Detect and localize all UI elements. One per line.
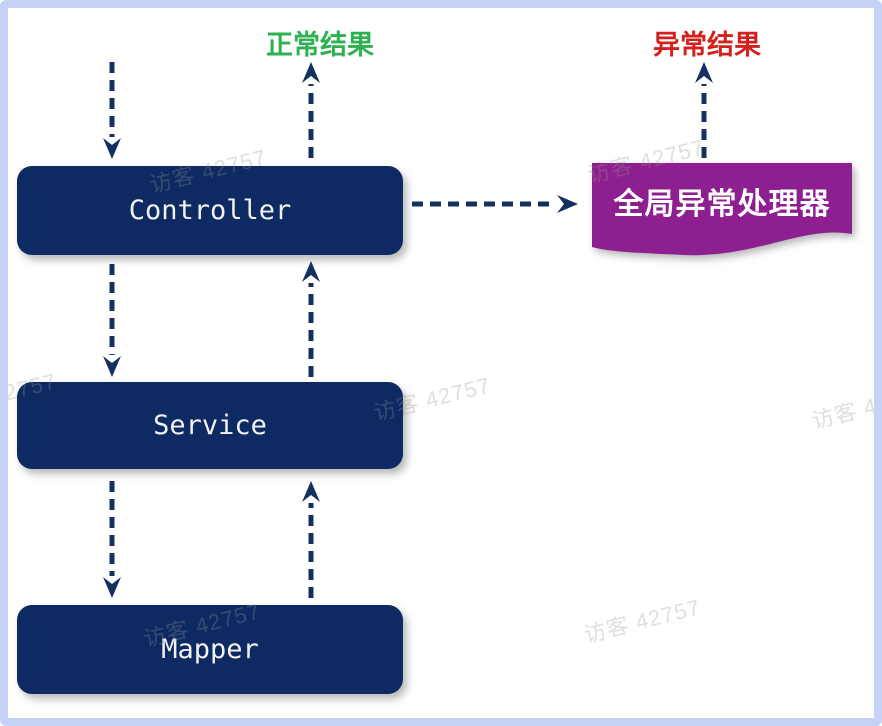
node-global-exception-handler-label: 全局异常处理器 [613, 188, 831, 221]
node-service-label: Service [153, 410, 267, 441]
arrow-service-to-mapper [103, 481, 121, 598]
arrow-handler-to-error-result [695, 62, 713, 158]
node-mapper: Mapper [17, 605, 403, 694]
watermark: 访客 42757 [809, 380, 882, 434]
node-global-exception-handler: 全局异常处理器 [592, 163, 852, 258]
watermark: 访客 42757 [581, 594, 704, 648]
arrow-controller-to-exception-handler [412, 195, 578, 213]
arrow-controller-to-normal-result [302, 62, 320, 158]
arrow-controller-to-service [103, 264, 121, 377]
arrow-request-into-controller [103, 62, 121, 159]
node-controller: Controller [17, 166, 403, 255]
node-mapper-label: Mapper [161, 634, 259, 665]
arrow-mapper-to-service [302, 481, 320, 598]
document-shape [592, 163, 852, 256]
error-result-label: 异常结果 [653, 30, 761, 60]
node-service: Service [17, 382, 403, 469]
normal-result-label: 正常结果 [266, 30, 374, 60]
node-controller-label: Controller [128, 195, 292, 226]
arrow-service-to-controller [302, 261, 320, 377]
